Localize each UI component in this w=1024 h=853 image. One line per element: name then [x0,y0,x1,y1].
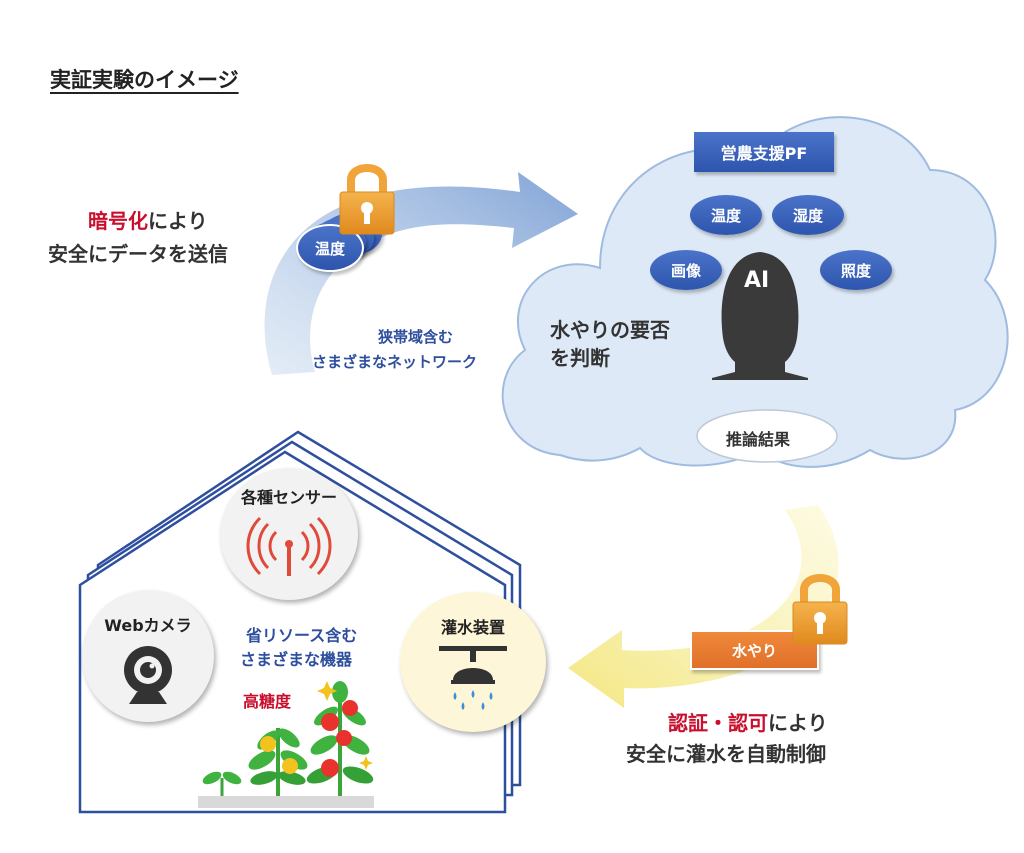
webcam-icon [124,646,172,704]
network-caption-line1: 狭帯域含む [378,328,454,346]
high-sugar-label: 高糖度 [243,692,292,711]
auth-caption-line1: 認証・認可により [668,707,828,736]
sensors-label: 各種センサー [240,488,337,507]
lock-icon [339,164,395,235]
encrypt-caption-line1: 暗号化により [88,205,208,234]
webcam-label: Webカメラ [104,616,192,635]
inference-result: 推論結果 [726,430,791,449]
wifi-signal-icon [246,516,332,576]
irrigation-label: 灌水装置 [440,618,505,637]
ai-label: AI [744,268,770,293]
encrypt-rest: により [148,209,208,233]
soil-bed [198,796,374,808]
decision-line2: を判断 [550,346,610,370]
sprinkler-icon [439,646,507,710]
water-command-tag: 水やり [690,630,819,670]
auth-caption-line2: 安全に灌水を自動制御 [626,742,826,766]
resource-caption-line2: さまざまな機器 [240,650,353,669]
platform-label: 営農支援PF [694,132,834,172]
encrypt-strong: 暗号化 [88,209,148,233]
humidity-bubble: 湿度 [772,195,844,235]
ai-head-icon [712,252,808,380]
lock-icon [792,574,848,645]
sensors-circle: 各種センサー [220,468,358,600]
encrypt-caption-line2: 安全にデータを送信 [48,242,228,266]
temperature-bubble: 温度 [690,195,762,235]
tomato-plant-icon [202,681,374,796]
decision-line1: 水やりの要否 [550,318,670,342]
result-ellipse [696,409,838,463]
auth-rest: により [768,711,828,735]
webcam-circle: Webカメラ [82,590,214,722]
illuminance-bubble: 照度 [820,250,892,290]
page-title: 実証実験のイメージ [50,68,239,92]
auth-strong: 認証・認可 [668,711,768,735]
network-caption-line2: さまざまなネットワーク [312,353,478,371]
image-bubble: 画像 [650,250,722,290]
irrigation-circle: 灌水装置 [400,592,546,732]
resource-caption-line1: 省リソース含む [246,626,358,645]
